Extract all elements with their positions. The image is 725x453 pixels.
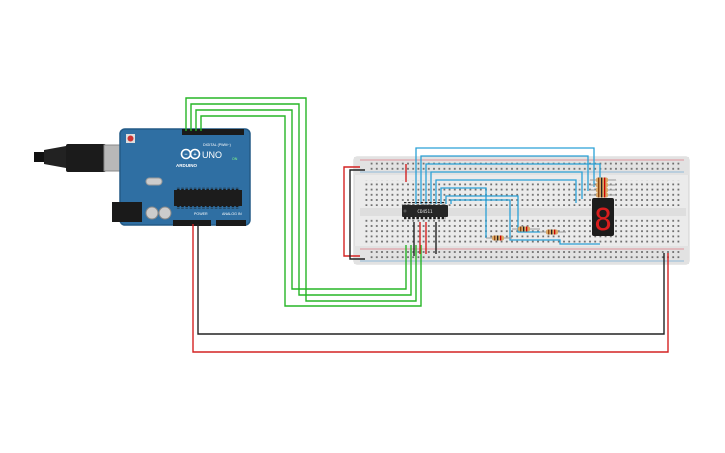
reset-button[interactable]: [127, 135, 134, 142]
microcontroller-chip: [174, 190, 242, 206]
digital-header-label: DIGITAL (PWM~): [203, 143, 231, 147]
power-rail-bottom[interactable]: [368, 251, 680, 260]
green-wire-3: [195, 109, 407, 290]
svg-text:−: −: [184, 152, 187, 158]
power-header-label: POWER: [194, 212, 208, 216]
resistor-5: [590, 182, 616, 188]
terminal-strip-top[interactable]: [364, 180, 682, 206]
resistor-6: [590, 187, 616, 193]
resistor-7: [590, 192, 616, 198]
ground-wire[interactable]: [197, 224, 665, 335]
usb-cable: [44, 146, 66, 168]
resistor-1: [486, 235, 512, 241]
arduino-logo: − +: [180, 148, 201, 160]
on-led-label: ON: [232, 157, 238, 161]
display-digit: 8: [594, 203, 612, 238]
rail-jumper-red-left[interactable]: [343, 166, 360, 257]
rail-jumper-black-left[interactable]: [349, 169, 365, 260]
cd4511-decoder-ic[interactable]: CD4511: [402, 202, 448, 220]
green-wire-4: [200, 115, 422, 307]
model-label: UNO: [202, 150, 222, 160]
brand-label: ARDUINO: [176, 163, 197, 168]
power-rail-top[interactable]: [368, 162, 680, 171]
power-wire-5v[interactable]: [192, 224, 669, 353]
resistor-4: [590, 177, 616, 183]
resistors[interactable]: [486, 177, 616, 241]
analog-header-label: ANALOG IN: [222, 212, 242, 216]
power-jack: [112, 202, 142, 222]
resistor-3: [540, 229, 566, 235]
usb-cable-end: [34, 152, 46, 162]
seven-segment-display[interactable]: 8: [592, 198, 614, 238]
svg-text:+: +: [193, 152, 196, 158]
arduino-uno-board[interactable]: − + UNO ARDUINO DIGITAL (PWM~) ON POWER …: [34, 128, 251, 226]
usb-plug: [66, 144, 106, 172]
resistor-2: [512, 226, 540, 232]
ic-part-label: CD4511: [417, 209, 433, 214]
green-wire-2: [190, 103, 412, 296]
green-wire-group[interactable]: [185, 97, 422, 307]
